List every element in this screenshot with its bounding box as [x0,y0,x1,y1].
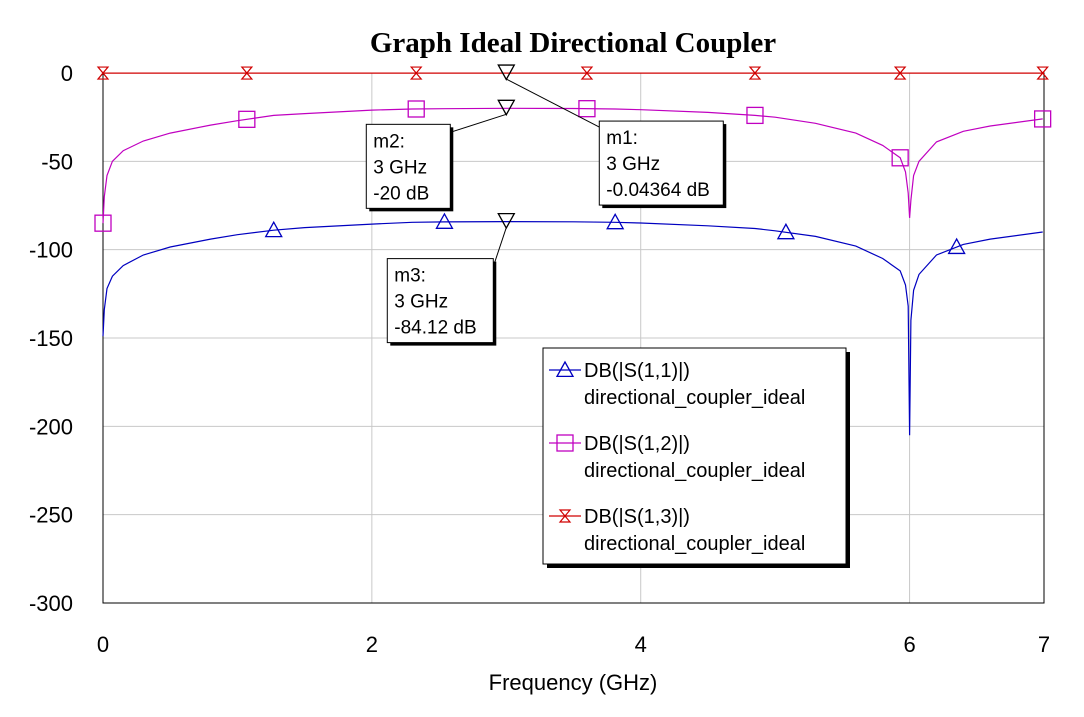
x-tick-label: 4 [635,632,647,657]
x-axis-label: Frequency (GHz) [489,670,658,695]
series-marker-3 [240,66,254,80]
y-tick-label: -300 [29,591,73,616]
legend-entry-subname: directional_coupler_ideal [584,387,805,409]
series-line-1 [102,221,1043,436]
series-marker-3 [409,66,423,80]
marker-layer [94,66,1052,255]
chart-title: Graph Ideal Directional Coupler [370,27,776,59]
series-marker-3 [893,66,907,80]
legend-swatch-marker [558,509,572,523]
legend: DB(|S(1,1)|)directional_coupler_idealDB(… [542,347,850,568]
legend-swatch-marker [555,360,575,378]
y-tick-labels: 0 -50 -100 -150 -200 -250 -300 [29,61,73,616]
series-marker-2 [94,214,112,232]
series-marker-2 [407,100,425,118]
y-tick-label: -200 [29,414,73,439]
y-tick-label: -50 [41,149,73,174]
x-tick-label: 7 [1038,632,1050,657]
x-tick-label: 6 [903,632,915,657]
annotation-point-m1 [497,64,516,81]
annotation-box-m3 [386,258,494,344]
annotation-text-m1: m1: [606,128,638,149]
series-marker-1 [264,220,283,238]
annotation-layer: m1: 3 GHz -0.04364 dB m2: 3 GHz -20 dB m3: 3 GH… [365,64,727,346]
annotation-text-m3: -84.12 dB [394,318,476,339]
y-tick-label: -250 [29,503,73,528]
annotation-text-m1: -0.04364 dB [606,180,710,201]
series-marker-3 [580,66,594,80]
legend-entry-subname: directional_coupler_ideal [584,460,805,482]
y-tick-label: -150 [29,326,73,351]
y-tick-label: 0 [61,61,73,86]
x-tick-label: 0 [97,632,109,657]
legend-entry-name: DB(|S(1,1)|) [584,360,690,382]
x-tick-labels: 0 2 4 6 7 [97,632,1050,657]
annotation-box-m2 [365,123,451,209]
series-marker-3 [748,66,762,80]
series-line-2 [102,107,1043,224]
legend-entry-name: DB(|S(1,2)|) [584,433,690,455]
annotation-point-m2 [497,99,516,117]
series-marker-3 [96,66,110,80]
series-marker-2 [238,110,256,128]
series-marker-2 [891,149,909,167]
annotation-text-m1: 3 GHz [606,154,660,175]
series-marker-1 [947,237,966,255]
series-marker-2 [1034,110,1052,128]
series-marker-2 [746,106,764,125]
series-marker-3 [1036,66,1049,80]
annotation-leader-m3 [492,227,507,267]
annotation-box-m1 [598,120,724,206]
x-tick-label: 2 [366,632,378,657]
series-marker-1 [776,222,796,240]
annotation-text-m2: m2: [373,131,405,152]
y-tick-label: -100 [29,238,73,263]
legend-box [542,347,847,565]
annotation-point-m3 [497,212,516,230]
series-marker-1 [435,212,454,229]
annotation-text-m2: -20 dB [373,183,429,204]
annotation-leader-m1 [506,78,600,128]
legend-swatch-marker [556,434,574,452]
annotation-text-m3: m3: [394,266,426,287]
annotation-text-m3: 3 GHz [394,292,448,313]
annotation-text-m2: 3 GHz [373,157,427,178]
legend-entry-name: DB(|S(1,3)|) [584,506,690,528]
series-marker-2 [578,100,596,118]
series-layer [102,72,1044,436]
series-marker-1 [606,212,625,230]
annotation-leader-m2 [450,113,507,133]
legend-entry-subname: directional_coupler_ideal [584,533,805,555]
